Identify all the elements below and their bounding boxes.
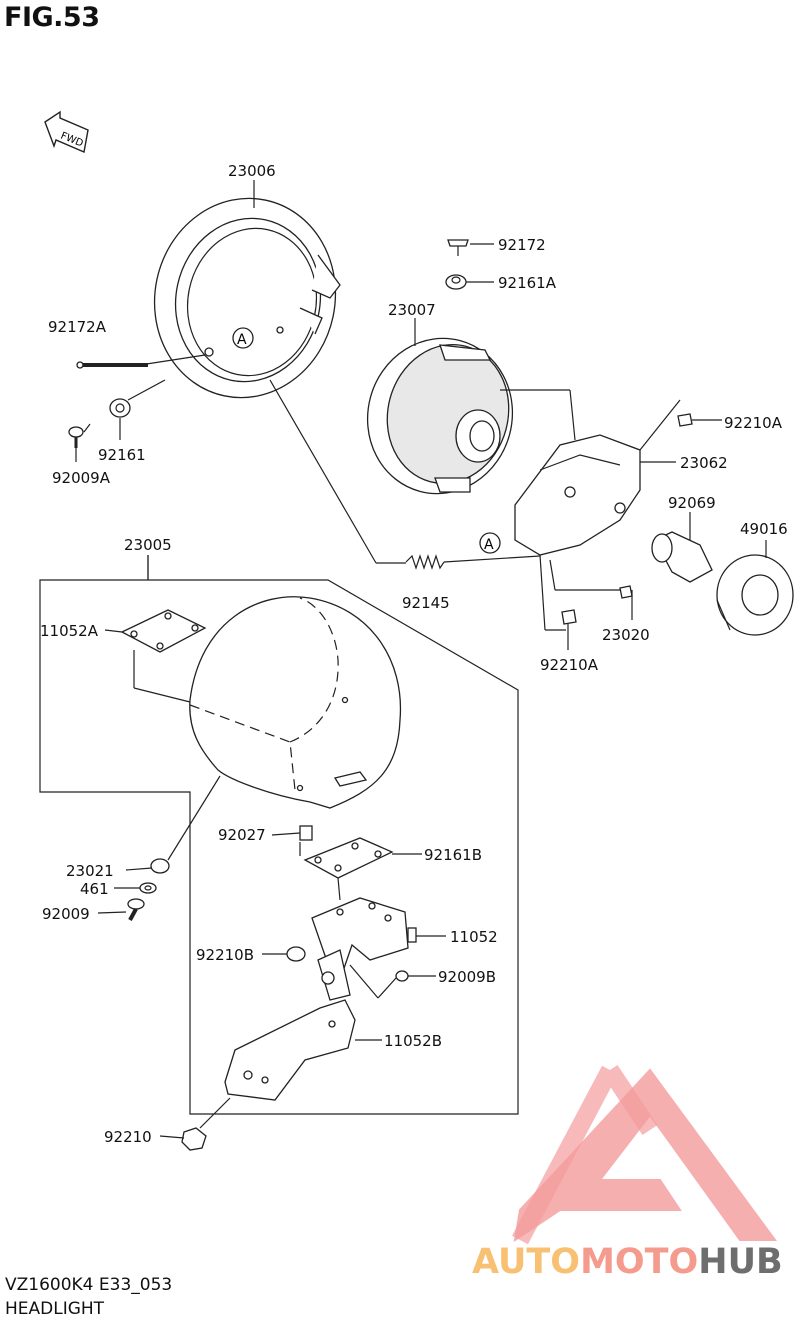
headlight-unit-23007	[366, 337, 514, 495]
label-92210: 92210	[104, 1128, 152, 1146]
grommet-23021	[150, 858, 170, 874]
label-23062: 23062	[680, 454, 728, 472]
part-labels: 23006 92172 92161A 23007 92172A 92210A 2…	[40, 162, 788, 1146]
bolt-92009B	[395, 970, 409, 982]
headlight-housing	[189, 596, 402, 809]
collar-92027	[299, 825, 313, 841]
label-92027: 92027	[218, 826, 266, 844]
clip-92210A-bottom	[561, 609, 577, 625]
label-49016: 49016	[740, 520, 788, 538]
watermark-auto: AUTO	[472, 1242, 580, 1282]
label-92210A-bottom: 92210A	[540, 656, 599, 674]
watermark-logo: AUTOMOTOHUB	[472, 1065, 783, 1282]
section-name: HEADLIGHT	[5, 1299, 105, 1319]
label-92161B: 92161B	[424, 846, 482, 864]
label-92210B: 92210B	[196, 946, 254, 964]
screw-92172A	[76, 361, 148, 369]
svg-text:AUTOMOTOHUB: AUTOMOTOHUB	[472, 1242, 783, 1282]
label-92172A: 92172A	[48, 318, 107, 336]
label-92009B: 92009B	[438, 968, 496, 986]
svg-text:A: A	[237, 332, 247, 348]
label-92069: 92069	[668, 494, 716, 512]
nut-23020	[619, 585, 633, 599]
label-23007: 23007	[388, 301, 436, 319]
label-23005: 23005	[124, 536, 172, 554]
bolt-92009A	[68, 426, 84, 448]
bolt-92009	[127, 898, 145, 921]
label-92161A: 92161A	[498, 274, 557, 292]
nut-92210	[181, 1127, 207, 1151]
label-92210A-top: 92210A	[724, 414, 783, 432]
label-92161: 92161	[98, 446, 146, 464]
watermark-moto: MOTO	[580, 1242, 698, 1282]
screw-92172	[447, 239, 469, 256]
watermark-triangle-icon	[513, 1068, 777, 1243]
plate-11052A	[120, 609, 207, 703]
figure-title: FIG.53	[4, 2, 100, 33]
label-461: 461	[80, 880, 109, 898]
nut-92210B	[286, 946, 306, 962]
model-code: VZ1600K4 E33_053	[5, 1275, 173, 1295]
bulb-92069	[651, 531, 713, 583]
svg-text:A: A	[484, 537, 494, 553]
label-92009A: 92009A	[52, 469, 111, 487]
label-92145: 92145	[402, 594, 450, 612]
grommet-92161A	[445, 274, 467, 290]
label-11052: 11052	[450, 928, 498, 946]
washer-461	[139, 882, 157, 894]
bracket-23062	[514, 434, 641, 556]
label-23020: 23020	[602, 626, 650, 644]
bracket-11052B	[224, 949, 356, 1101]
grommet-92161	[109, 398, 131, 418]
fwd-arrow-icon: FWD	[44, 110, 89, 153]
label-11052B: 11052B	[384, 1032, 442, 1050]
watermark-triangle-outline-icon	[512, 1065, 658, 1245]
leader-lines-lower	[97, 555, 446, 1139]
label-11052A: 11052A	[40, 622, 99, 640]
clip-92210A-top	[677, 413, 693, 427]
cover-49016	[716, 554, 794, 636]
plate-92161B	[303, 837, 394, 879]
label-23021: 23021	[66, 862, 114, 880]
spring-92145	[405, 554, 445, 570]
label-92009: 92009	[42, 905, 90, 923]
headlight-rim-23006	[153, 197, 341, 399]
assembly-boundary-23005	[39, 555, 519, 1115]
ref-marker-a-bottom: A	[479, 532, 501, 554]
label-23006: 23006	[228, 162, 276, 180]
ref-marker-a-top: A	[232, 327, 254, 349]
label-92172: 92172	[498, 236, 546, 254]
leader-lines-upper	[75, 180, 767, 650]
watermark-hub: HUB	[698, 1242, 782, 1282]
